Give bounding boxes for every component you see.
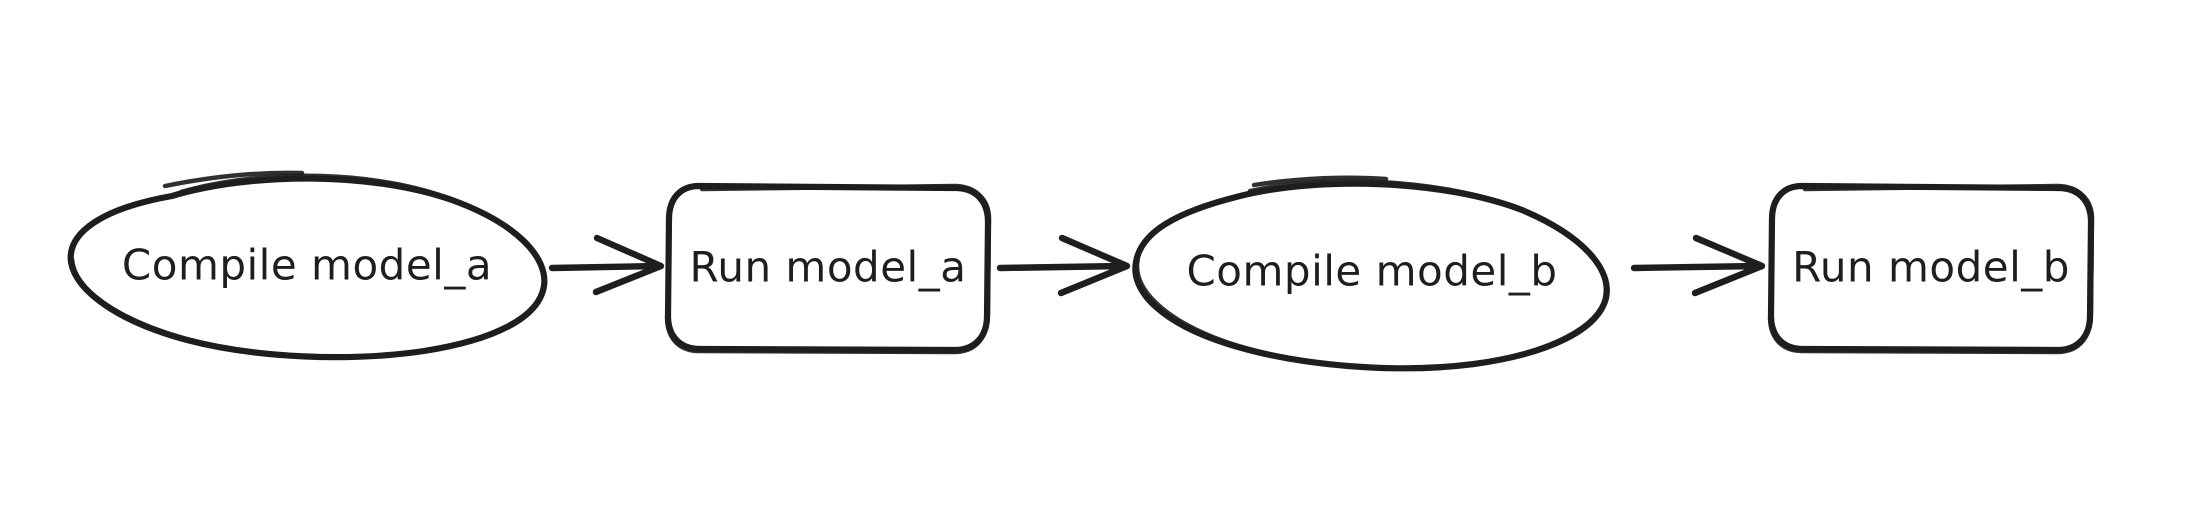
node-label-compile-model-a: Compile model_a (122, 241, 492, 290)
arrowhead-icon (1057, 234, 1131, 297)
edge-compile-a-to-run-a[interactable] (548, 234, 665, 296)
edge-shaft (1630, 262, 1764, 272)
edge-run-a-to-compile-b[interactable] (996, 234, 1131, 297)
arrowhead-icon (592, 234, 665, 296)
rect-outline-stroke-2 (664, 183, 992, 355)
node-label-run-model-a: Run model_a (690, 243, 967, 292)
node-compile-model-a[interactable]: Compile model_a (67, 170, 548, 361)
ellipse-overshoot-flick (1251, 175, 1389, 188)
ellipse-overshoot-flick (162, 170, 305, 189)
edge-shaft (548, 262, 662, 272)
edge-compile-b-to-run-b[interactable] (1630, 234, 1766, 297)
edge-shaft (996, 262, 1128, 272)
node-run-model-b[interactable]: Run model_b (1767, 182, 2095, 355)
ellipse-outline-stroke-2 (1134, 179, 1608, 371)
node-compile-model-b[interactable]: Compile model_b (1132, 175, 1610, 372)
arrowhead-icon (1691, 234, 1766, 297)
node-label-run-model-b: Run model_b (1792, 243, 2070, 292)
node-label-compile-model-b: Compile model_b (1186, 247, 1557, 296)
node-run-model-a[interactable]: Run model_a (664, 182, 992, 355)
ellipse-outline-stroke-2 (69, 173, 547, 360)
rect-outline-stroke-2 (1767, 183, 2095, 355)
